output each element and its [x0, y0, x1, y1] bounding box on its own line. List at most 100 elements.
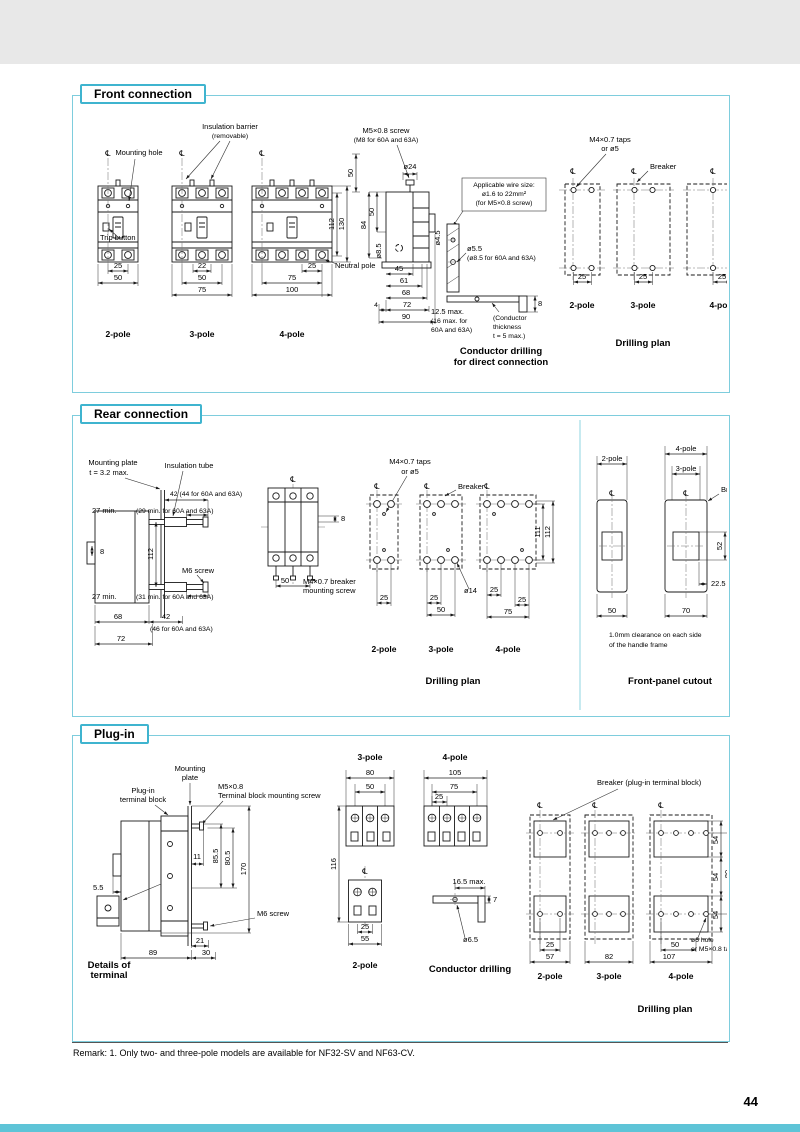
dim-label: 80: [723, 870, 727, 878]
dim-label: 84: [359, 221, 368, 229]
dim-label: 25: [578, 272, 586, 281]
plug-in-conductor-drilling: 16.5 max. 7 ø6.5 Conductor drilling: [429, 877, 512, 975]
callout-label: M5×0.8 screw: [363, 126, 410, 135]
pole-label: 3-pole: [189, 329, 214, 339]
dim-label: 130: [337, 218, 346, 231]
dim-label: 50: [281, 576, 289, 585]
callout-label: ø14: [464, 586, 477, 595]
note-label: 1.0mm clearance on each side: [609, 632, 702, 639]
dim-label: 55: [361, 934, 369, 943]
dim-label: 50: [198, 273, 206, 282]
dim-label: 50: [671, 940, 679, 949]
centerline-symbol: ℄: [179, 149, 185, 158]
centerline-symbol: ℄: [631, 167, 637, 176]
conductor-drilling-detail: Applicable wire size: ø1.6 to 22mm² (for…: [431, 177, 548, 368]
dim-label: 80.5: [223, 851, 232, 866]
centerline-symbol: ℄: [683, 489, 689, 498]
front-view-dimensions: 25 50 22 50 75 25 75 100 112 130 50: [97, 153, 360, 297]
view-label: 2-pole: [352, 960, 377, 970]
dim-label: 7: [493, 895, 497, 904]
dim-label: 85.5: [211, 849, 220, 864]
dim-label: 8: [100, 547, 104, 556]
pole-label: 2-pole: [105, 329, 130, 339]
dim-label: 82: [605, 952, 613, 961]
callout-label: t = 3.2 max.: [89, 468, 128, 477]
callout-label: ø6 hole: [691, 937, 714, 944]
callout-label: M6 screw: [257, 909, 290, 918]
front-connection-diagram: 25 50 22 50 75 25 75 100 112 130 50 ℄ ℄ …: [97, 122, 727, 368]
dim-label: 54: [711, 911, 720, 919]
centerline-symbol: ℄: [710, 167, 716, 176]
note-label: thickness: [493, 324, 522, 331]
rear-view: ℄ 50 M4×0.7 breaker mounting screw 8: [261, 475, 356, 595]
note-label: (for M5×0.8 screw): [476, 200, 533, 207]
pole-label: 4-pole: [279, 329, 304, 339]
view-label: 4-pole: [442, 752, 467, 762]
front-view-callouts: Insulation barrier (removable) Mounting …: [100, 122, 375, 270]
caption: Drilling plan: [638, 1004, 693, 1015]
centerline-symbol: ℄: [105, 149, 111, 158]
pole-label: 4-pole: [495, 644, 520, 654]
section-title: Rear connection: [94, 407, 189, 421]
cutout-label: 2-pole: [602, 454, 623, 463]
centerline-symbol: ℄: [609, 489, 615, 498]
callout-label: or ø5: [401, 467, 419, 476]
callout-label: mounting screw: [303, 586, 356, 595]
dim-label: 68: [114, 612, 122, 621]
dim-label: 72: [403, 300, 411, 309]
centerline-symbol: ℄: [374, 482, 380, 491]
centerline-symbol: ℄: [290, 475, 296, 484]
dim-label: 50: [437, 605, 445, 614]
breaker-front-view-3pole: [171, 158, 233, 266]
dim-label: 111: [533, 526, 542, 537]
pole-label: 4-pole: [668, 971, 693, 981]
note-label: of the handle frame: [609, 642, 668, 649]
callout-label: Mounting: [175, 764, 206, 773]
dim-label: 27 min.: [92, 592, 117, 601]
dim-label: 25: [430, 593, 438, 602]
dim-label: 25: [114, 261, 122, 270]
dim-label: ø8.5: [374, 243, 383, 258]
dim-label: 89: [149, 948, 157, 957]
callout-label: Breaker: [721, 485, 727, 494]
dim-label: ø5.5: [467, 244, 482, 253]
caption: Conductor drilling: [429, 964, 512, 975]
dim-label: 75: [450, 782, 458, 791]
dim-label: 75: [198, 285, 206, 294]
front-panel-cutout: 2-pole 4-pole 3-pole ℄ ℄ Breaker 52 22.5…: [596, 444, 727, 687]
breaker-front-view-4pole: [251, 158, 333, 266]
pole-label: 4-pole: [709, 300, 727, 310]
centerline-symbol: ℄: [570, 167, 576, 176]
callout-label: M5×0.8: [218, 782, 243, 791]
callout-label: Terminal block mounting screw: [218, 791, 321, 800]
dim-label: 42 (44 for 60A and 63A): [170, 491, 242, 498]
dim-label: 100: [286, 285, 299, 294]
centerline-symbol: ℄: [537, 801, 543, 810]
callout-label: Breaker (plug-in terminal block): [597, 778, 702, 787]
pole-label: 2-pole: [371, 644, 396, 654]
cutout-label: 3-pole: [676, 464, 697, 473]
caption: Drilling plan: [616, 338, 671, 349]
rear-drilling-plan: M4×0.7 taps or ø5 Breaker ℄ ℄ ℄ ø14: [366, 457, 555, 687]
plug-in-section: Plug-in Mounting plate Plug-in terminal …: [72, 724, 730, 1042]
section-title: Front connection: [94, 87, 192, 101]
pole-label: 3-pole: [428, 644, 453, 654]
dim-label: 107: [663, 952, 676, 961]
dim-label: 105: [449, 768, 462, 777]
dim-label: 42: [162, 612, 170, 621]
breaker-side-view: M5×0.8 screw (M8 for 60A and 63A) ø24 ø8…: [354, 126, 436, 324]
remark-divider: [72, 1042, 728, 1043]
note-label: t = 5 max.): [493, 333, 525, 340]
front-connection-title: Front connection: [80, 84, 206, 104]
dim-label: 112: [146, 548, 155, 560]
centerline-symbol: ℄: [259, 149, 265, 158]
dim-label: 8: [341, 514, 345, 523]
plug-in-drilling-plan: Breaker (plug-in terminal block) ℄ ℄ ℄ 5…: [526, 778, 727, 1015]
page-header-band: [0, 0, 800, 64]
dim-label: 45: [395, 264, 403, 273]
callout-label: Breaker: [650, 162, 677, 171]
dim-label: 50: [608, 606, 616, 615]
callout-label: M4×0.7 taps: [589, 135, 631, 144]
note-label: ø1.6 to 22mm²: [482, 191, 527, 198]
dim-label: 30: [202, 948, 210, 957]
